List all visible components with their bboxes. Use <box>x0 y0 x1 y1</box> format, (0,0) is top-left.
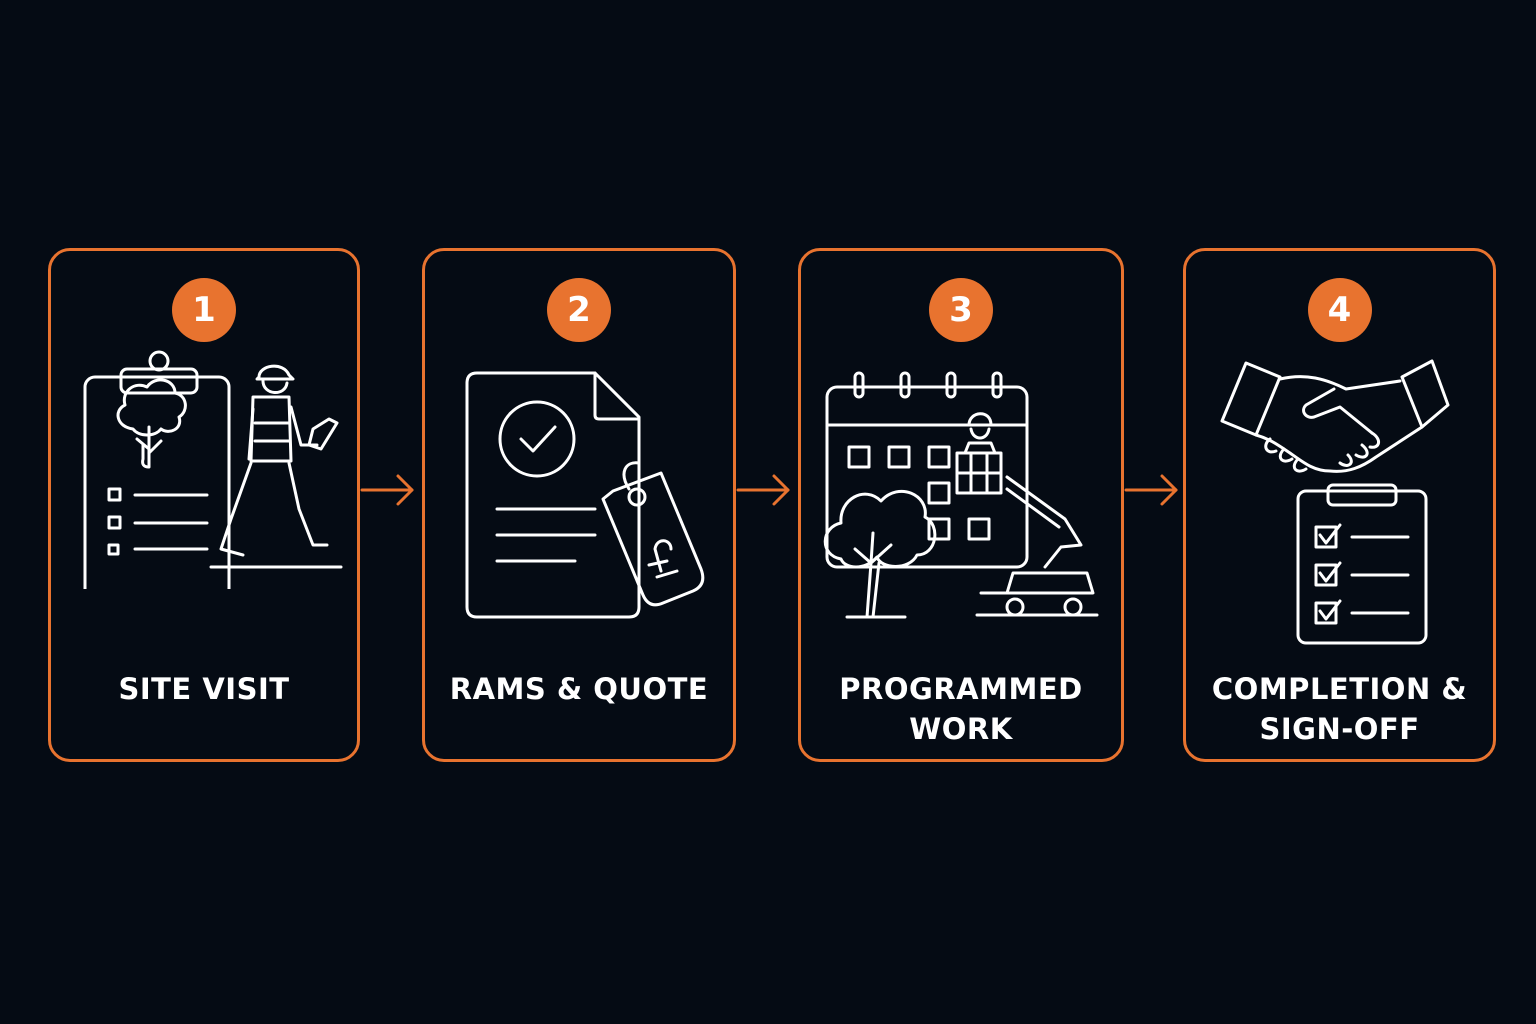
step-label: PROGRAMMED WORK <box>839 672 1083 746</box>
handshake-checklist-icon <box>1220 359 1450 645</box>
arrow-right-icon <box>360 474 414 506</box>
document-price-tag-icon <box>465 371 705 619</box>
step-card-programmed-work: 3 <box>798 248 1124 762</box>
step-card-site-visit: 1 <box>48 248 360 762</box>
step-label: RAMS & QUOTE <box>449 672 709 706</box>
step-number-badge: 1 <box>172 278 236 342</box>
step-card-completion-sign-off: 4 COMPLETION & SIGN <box>1183 248 1496 762</box>
step-card-rams-quote: 2 RAMS & QUOTE <box>422 248 736 762</box>
calendar-tree-cherry-picker-icon <box>823 371 1099 619</box>
step-label: SITE VISIT <box>118 672 290 706</box>
step-number-badge: 4 <box>1307 278 1372 342</box>
clipboard-tree-surveyor-icon <box>83 350 343 589</box>
step-number-badge: 2 <box>547 278 611 342</box>
arrow-right-icon <box>1124 474 1178 506</box>
arrow-right-icon <box>736 474 790 506</box>
step-label: COMPLETION & SIGN-OFF <box>1211 672 1468 746</box>
step-number-badge: 3 <box>929 278 993 342</box>
